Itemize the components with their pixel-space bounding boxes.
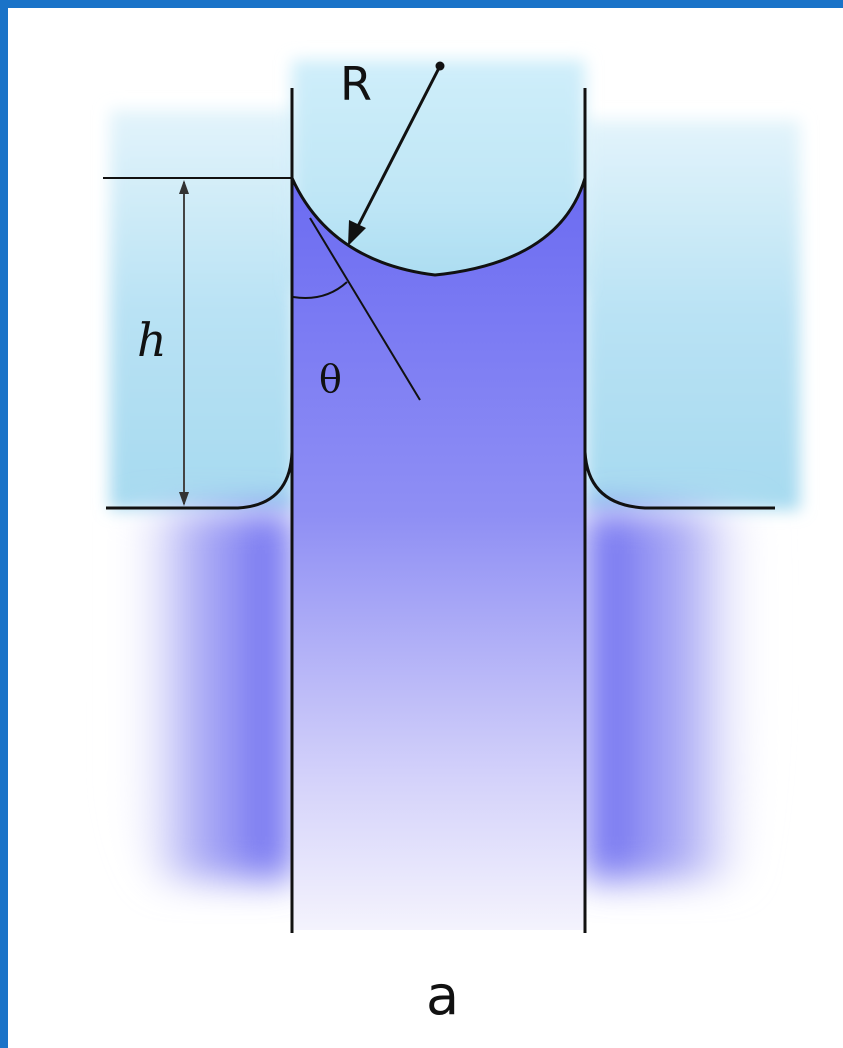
right-air-region xyxy=(585,120,800,510)
height-arrow-top xyxy=(179,180,189,194)
right-outer-surface xyxy=(583,451,775,510)
caption-label: a xyxy=(426,964,459,1027)
contact-angle-arc xyxy=(292,281,348,299)
radius-arrowhead xyxy=(348,220,366,246)
left-air-region xyxy=(110,110,295,510)
capillary-diagram: R h θ a xyxy=(103,57,800,1027)
right-bulk-liquid xyxy=(585,510,767,880)
radius-arrow-line xyxy=(354,65,442,231)
left-outer-surface xyxy=(106,451,294,510)
angle-label: θ xyxy=(319,357,342,401)
height-arrow-bottom xyxy=(179,492,189,506)
liquid-column xyxy=(292,178,585,930)
diagram-frame: R h θ a xyxy=(8,8,843,1048)
left-bulk-liquid xyxy=(118,510,292,880)
meniscus-curve xyxy=(290,177,587,277)
tangent-line xyxy=(309,217,421,401)
height-label: h xyxy=(137,313,167,367)
radius-label: R xyxy=(340,57,372,111)
